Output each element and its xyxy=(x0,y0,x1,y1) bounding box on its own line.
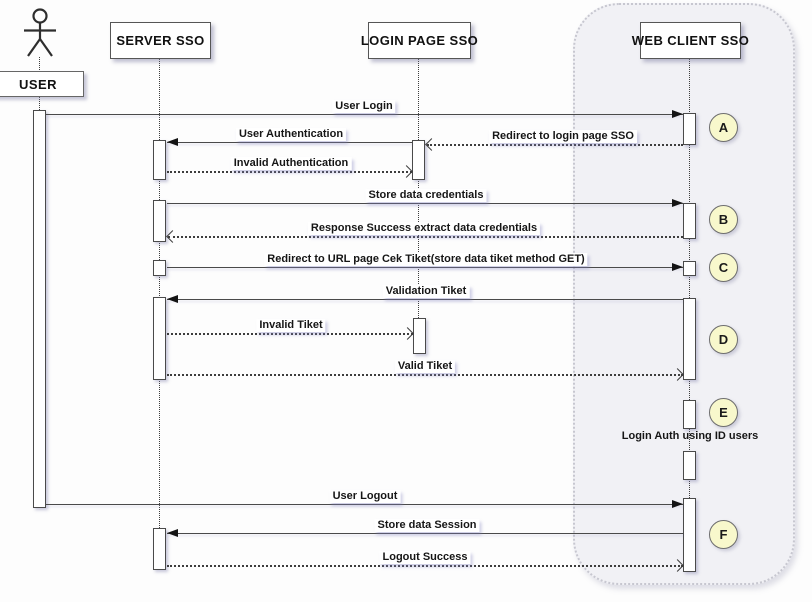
activation-user xyxy=(33,110,46,508)
marker-d: D xyxy=(709,325,738,354)
marker-e: E xyxy=(709,398,738,427)
message-label-store-credentials: Store data credentials xyxy=(365,189,487,202)
arrowhead-open-right-icon xyxy=(401,327,414,340)
arrowhead-filled-right-icon xyxy=(672,500,683,508)
message-logout-success-line xyxy=(167,565,683,567)
arrowhead-filled-right-icon xyxy=(672,199,683,207)
message-label-user-logout: User Logout xyxy=(329,490,401,503)
marker-a: A xyxy=(709,113,738,142)
message-user-login-line xyxy=(46,114,683,115)
user-actor-icon xyxy=(24,8,56,57)
participant-label: WEB CLIENT SSO xyxy=(631,33,750,48)
note-login-auth: Login Auth using ID users xyxy=(621,430,759,442)
arrowhead-filled-left-icon xyxy=(167,138,178,146)
message-validation-tiket-line xyxy=(167,299,683,300)
activation-login-tiket xyxy=(413,318,426,354)
message-label-valid-tiket: Valid Tiket xyxy=(394,360,456,373)
message-label-redirect-url: Redirect to URL page Cek Tiket(store dat… xyxy=(264,253,588,266)
activation-server-logout xyxy=(153,528,166,570)
arrowhead-filled-left-icon xyxy=(167,529,178,537)
message-label-invalid-authentication: Invalid Authentication xyxy=(230,157,352,170)
message-store-session-line xyxy=(167,533,683,534)
marker-f: F xyxy=(709,520,738,549)
message-label-user-authentication: User Authentication xyxy=(235,128,347,141)
message-redirect-url-line xyxy=(167,267,683,268)
web-client-boundary-frame xyxy=(573,3,795,585)
actor-label-text: USER xyxy=(18,76,58,92)
message-valid-tiket-line xyxy=(167,374,683,376)
arrowhead-filled-left-icon xyxy=(167,295,178,303)
message-label-response-success: Response Success extract data credential… xyxy=(307,222,541,235)
participant-server-sso: SERVER SSO xyxy=(110,22,211,59)
lifeline-login-page-sso xyxy=(418,59,419,354)
arrowhead-open-right-icon xyxy=(400,165,413,178)
activation-login-auth xyxy=(412,140,425,180)
arrowhead-filled-right-icon xyxy=(672,263,683,271)
activation-webclient-d xyxy=(683,298,696,380)
message-invalid-authentication-line xyxy=(167,171,412,173)
activation-webclient-c xyxy=(683,261,696,276)
arrowhead-open-left-icon xyxy=(166,230,179,243)
activation-webclient-a xyxy=(683,113,696,145)
participant-login-page-sso: LOGIN PAGE SSO xyxy=(361,22,478,59)
message-user-authentication-line xyxy=(167,142,412,143)
message-label-invalid-tiket: Invalid Tiket xyxy=(256,319,326,332)
activation-webclient-f xyxy=(683,498,696,572)
activation-server-credentials xyxy=(153,200,166,242)
participant-label: SERVER SSO xyxy=(116,33,205,48)
actor-label-user: USER xyxy=(0,71,84,97)
activation-server-redirect xyxy=(153,260,166,276)
arrowhead-open-left-icon xyxy=(425,138,438,151)
arrowhead-filled-right-icon xyxy=(672,110,683,118)
message-user-logout-line xyxy=(46,504,683,505)
activation-server-validation xyxy=(153,297,166,380)
message-label-store-session: Store data Session xyxy=(374,519,480,532)
message-label-logout-success: Logout Success xyxy=(379,551,471,564)
message-invalid-tiket-line xyxy=(167,333,413,335)
participant-label: LOGIN PAGE SSO xyxy=(360,33,479,48)
activation-webclient-e-top xyxy=(683,400,696,429)
message-store-credentials-line xyxy=(167,203,683,204)
message-label-validation-tiket: Validation Tiket xyxy=(382,285,470,298)
message-redirect-login-line xyxy=(427,144,683,146)
activation-server-auth xyxy=(153,140,166,180)
activation-webclient-e-bottom xyxy=(683,451,696,480)
marker-b: B xyxy=(709,205,738,234)
participant-web-client-sso: WEB CLIENT SSO xyxy=(632,22,749,59)
message-label-user-login: User Login xyxy=(332,100,396,113)
message-label-redirect-login: Redirect to login page SSO xyxy=(489,130,637,143)
activation-webclient-b xyxy=(683,203,696,239)
marker-c: C xyxy=(709,253,738,282)
message-response-success-line xyxy=(168,236,683,238)
